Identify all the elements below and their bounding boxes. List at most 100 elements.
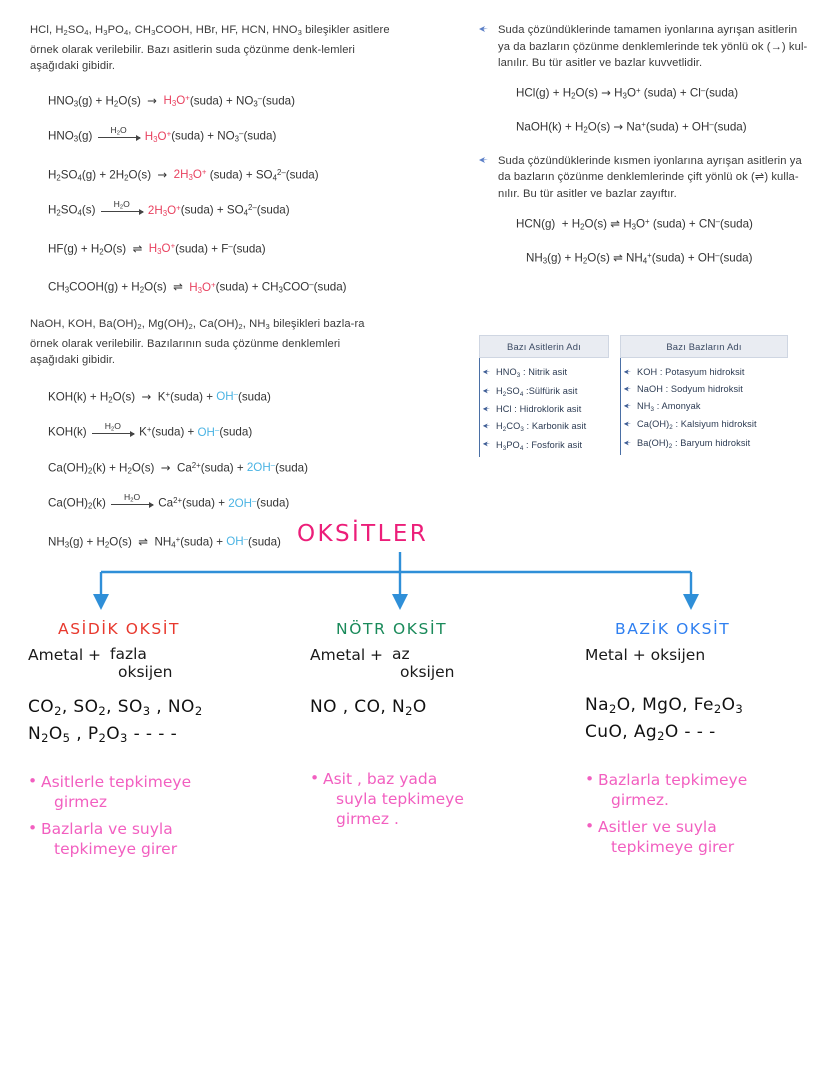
right-bullet-2-text: Suda çözündüklerinde kısmen iyonlarına a…	[498, 154, 802, 200]
table-row: Ca(OH)2 : Kalsiyum hidroksit	[621, 416, 788, 435]
bullet-arrow-icon	[482, 386, 491, 395]
base-equation-2: KOH(k) H2O K+(suda) + OH–(suda)	[48, 421, 253, 439]
branch-notr-oksit: NÖTR OKSİT Ametal + az oksijen NO , CO, …	[310, 620, 570, 836]
bullet-arrow-icon	[478, 154, 489, 165]
acid-intro-paragraph: HCl, H2SO4, H3PO4, CH3COOH, HBr, HF, HCN…	[30, 24, 390, 73]
bullet-arrow-icon	[482, 421, 491, 430]
branch-notes: Asitlerle tepkimeye girmez Bazlarla ve s…	[28, 771, 293, 859]
branch-formula-line-1: Na2O, MgO, Fe2O3	[585, 695, 744, 717]
acid-equation-list: HNO3(g) + H2O(s) → H3O+(suda) + NO3–(sud…	[30, 91, 390, 298]
branch-definition-part1: Ametal +	[28, 646, 102, 664]
branch-formulas: NO , CO, N2O	[310, 696, 570, 723]
branch-formula-line-2: CuO, Ag2O - - -	[585, 722, 716, 744]
branch-formula-line-1: CO2, SO2, SO3 , NO2	[28, 697, 203, 719]
base-table-header: Bazı Bazların Adı	[620, 335, 788, 358]
table-row: Ba(OH)2 : Baryum hidroksit	[621, 435, 788, 454]
table-row: H2CO3 : Karbonik asit	[480, 418, 609, 437]
branch-note-item: Bazlarla ve suyla tepkimeye girer	[28, 818, 293, 859]
arrow-head-left	[93, 594, 109, 610]
bullet-arrow-icon	[623, 438, 632, 447]
right-equation-3: HCN(g) + H2O(s) ⇌ H3O+ (suda) + CN–(suda…	[516, 215, 753, 232]
table-row: NaOH : Sodyum hidroksit	[621, 381, 788, 398]
right-equation-1: HCl(g) + H2O(s) → H3O+ (suda) + Cl–(suda…	[516, 85, 739, 101]
branch-bazik-oksit: BAZİK OKSİT Metal + oksijen Na2O, MgO, F…	[585, 620, 825, 864]
bullet-arrow-icon	[623, 367, 632, 376]
branch-definition-part1: Ametal +	[310, 646, 384, 664]
base-equation-4: Ca(OH)2(k) H2O Ca2+(suda) + 2OH–(suda)	[48, 492, 290, 511]
acid-table-header: Bazı Asitlerin Adı	[479, 335, 609, 358]
branch-note-line: Asitler ve suyla	[598, 818, 717, 837]
branch-note-line: Bazlarla ve suyla	[41, 820, 173, 839]
base-equation-list: KOH(k) + H2O(s) → K+(suda) + OH–(suda) K…	[30, 387, 390, 552]
branch-formula-line-1: NO , CO, N2O	[310, 697, 427, 719]
bullet-arrow-icon	[623, 419, 632, 428]
bullet-arrow-icon	[623, 384, 632, 393]
base-equation-1: KOH(k) + H2O(s) → K+(suda) + OH–(suda)	[48, 389, 271, 405]
branch-note-item: Asitler ve suyla tepkimeye girer	[585, 816, 825, 857]
branch-definition-stack: fazla oksijen	[106, 645, 184, 681]
branch-note-line: tepkimeye girer	[611, 838, 735, 857]
right-bullet-2: Suda çözündüklerinde kısmen iyonlarına a…	[478, 153, 808, 269]
base-names-table: Bazı Bazların Adı KOH : Potasyum hidroks…	[620, 335, 788, 456]
branch-note-line: Asit , baz yada	[323, 770, 438, 789]
acid-equation-3: H2SO4(g) + 2H2O(s) → 2H3O+ (suda) + SO42…	[48, 167, 319, 183]
branch-note-line: girmez .	[336, 810, 399, 829]
base-equation-3: Ca(OH)2(k) + H2O(s) → Ca2+(suda) + 2OH–(…	[48, 460, 308, 476]
right-text-column: Suda çözündüklerinde tamamen iyonlarına …	[478, 22, 808, 278]
branch-notes: Asit , baz yada suyla tepkimeye girmez .	[310, 768, 570, 829]
branch-asidik-oksit: ASİDİK OKSİT Ametal + fazla oksijen CO2,…	[28, 620, 293, 866]
table-row: KOH : Potasyum hidroksit	[621, 364, 788, 381]
table-row: HCl : Hidroklorik asit	[480, 401, 609, 418]
branch-note-line: tepkimeye girer	[54, 840, 178, 859]
branch-formulas: CO2, SO2, SO3 , NO2 N2O5 , P2O3 - - - -	[28, 696, 293, 750]
acid-equation-6: CH3COOH(g) + H2O(s) ⇌ H3O+(suda) + CH3CO…	[48, 279, 347, 295]
acid-equation-1: HNO3(g) + H2O(s) → H3O+(suda) + NO3–(sud…	[48, 93, 295, 109]
branch-note-line: suyla tepkimeye	[336, 790, 464, 809]
acid-names-table: Bazı Asitlerin Adı HNO3 : Nitrik asit H2…	[479, 335, 609, 457]
acid-equation-5: HF(g) + H2O(s) ⇌ H3O+(suda) + F–(suda)	[48, 241, 266, 257]
branch-definition-bottom: oksijen	[399, 663, 455, 681]
branch-definition-top: az	[391, 645, 410, 663]
acid-equation-4: H2SO4(s) H2O 2H3O+(suda) + SO42–(suda)	[48, 199, 290, 218]
table-row: HNO3 : Nitrik asit	[480, 364, 609, 383]
base-equation-5: NH3(g) + H2O(s) ⇌ NH4+(suda) + OH–(suda)	[48, 534, 281, 550]
branch-heading: BAZİK OKSİT	[615, 620, 731, 638]
branch-definition: Metal + oksijen	[585, 646, 825, 664]
bullet-arrow-icon	[478, 23, 489, 34]
bullet-arrow-icon	[482, 367, 491, 376]
right-bullet-2-equations: HCN(g) + H2O(s) ⇌ H3O+ (suda) + CN–(suda…	[498, 214, 808, 269]
branch-definition: Ametal + az oksijen	[310, 645, 570, 681]
branch-note-item: Asit , baz yada suyla tepkimeye girmez .	[310, 768, 570, 829]
arrow-head-right	[683, 594, 699, 610]
right-bullet-1-text: Suda çözündüklerinde tamamen iyonlarına …	[498, 24, 808, 70]
branch-definition-top: fazla	[109, 645, 147, 663]
right-equation-2: NaOH(k) + H2O(s) → Na+(suda) + OH–(suda)	[516, 119, 747, 135]
branch-definition-bottom: oksijen	[117, 663, 173, 681]
branch-note-item: Asitlerle tepkimeye girmez	[28, 771, 293, 812]
table-row: H3PO4 : Fosforik asit	[480, 436, 609, 455]
base-table-body: KOH : Potasyum hidroksit NaOH : Sodyum h…	[620, 358, 788, 456]
table-row: NH3 : Amonyak	[621, 398, 788, 417]
right-bullet-1-equations: HCl(g) + H2O(s) → H3O+ (suda) + Cl–(suda…	[498, 83, 808, 138]
branch-note-line: girmez	[54, 793, 108, 812]
branch-heading: ASİDİK OKSİT	[58, 620, 181, 638]
branch-formulas: Na2O, MgO, Fe2O3 CuO, Ag2O - - -	[585, 694, 825, 748]
branch-notes: Bazlarla tepkimeye girmez. Asitler ve su…	[585, 769, 825, 857]
diagram-title: OKSİTLER	[297, 521, 429, 547]
branch-note-line: girmez.	[611, 791, 669, 810]
left-text-column: HCl, H2SO4, H3PO4, CH3COOH, HBr, HF, HCN…	[30, 22, 390, 567]
bullet-arrow-icon	[482, 404, 491, 413]
right-equation-4: NH3(g) + H2O(s) ⇌ NH4+(suda) + OH–(suda)	[526, 250, 753, 266]
branch-definition-part1: Metal + oksijen	[585, 646, 706, 664]
branch-note-item: Bazlarla tepkimeye girmez.	[585, 769, 825, 810]
branch-note-line: Bazlarla tepkimeye	[598, 771, 748, 790]
right-bullet-1: Suda çözündüklerinde tamamen iyonlarına …	[478, 22, 808, 138]
branch-note-line: Asitlerle tepkimeye	[41, 773, 192, 792]
table-row: H2SO4 :Sülfürik asit	[480, 383, 609, 402]
branch-definition-stack: az oksijen	[388, 645, 466, 681]
acid-table-body: HNO3 : Nitrik asit H2SO4 :Sülfürik asit …	[479, 358, 609, 457]
branch-definition: Ametal + fazla oksijen	[28, 645, 293, 681]
bullet-arrow-icon	[482, 439, 491, 448]
branch-formula-line-2: N2O5 , P2O3 - - - -	[28, 724, 178, 746]
